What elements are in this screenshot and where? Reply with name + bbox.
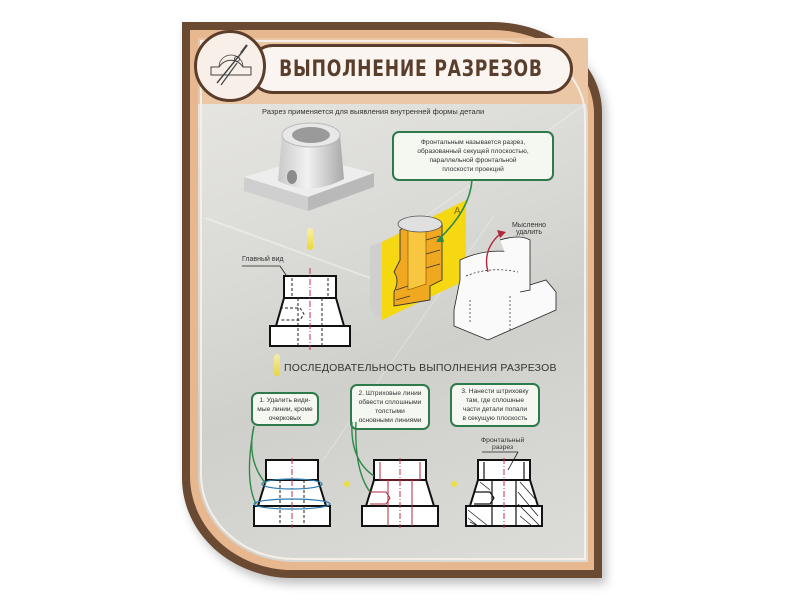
plane-label: А: [454, 206, 461, 217]
panel-edge: [200, 40, 586, 560]
step-2-callout: 2. Штриховые линии обвести сплошными тол…: [350, 384, 430, 430]
down-arrow: [307, 228, 313, 250]
drafting-compass-icon: [210, 44, 252, 86]
section-plane-illustration: А: [370, 180, 557, 341]
main-view-label: Главный вид: [242, 256, 284, 263]
step-2-drawing: [351, 421, 439, 528]
step-3-drawing: [465, 451, 543, 528]
step-3-text: 3. Нанести штриховку там, где сплошные ч…: [461, 388, 529, 422]
down-arrow-2: [274, 354, 280, 376]
step-1-callout: 1. Удалить види- мые линии, кроме очерко…: [251, 392, 319, 426]
intro-text: Разрез применяется для выявления внутрен…: [262, 107, 485, 116]
poster-title: ВЫПОЛНЕНИЕ РАЗРЕЗОВ: [278, 56, 543, 82]
main-view-drawing: [242, 265, 351, 350]
logo-badge: [194, 30, 266, 102]
step-2-text: 2. Штриховые линии обвести сплошными тол…: [358, 390, 422, 424]
definition-callout: Фронтальным называется разрез, образован…: [392, 131, 554, 181]
sequence-drawings: [248, 421, 543, 528]
remove-label: Мысленно удалить: [512, 222, 546, 236]
step-1-drawing: [248, 425, 331, 528]
definition-text: Фронтальным называется разрез, образован…: [417, 139, 529, 173]
sequence-title: ПОСЛЕДОВАТЕЛЬНОСТЬ ВЫПОЛНЕНИЯ РАЗРЕЗОВ: [284, 362, 557, 374]
step-3-callout: 3. Нанести штриховку там, где сплошные ч…: [450, 383, 540, 427]
result-label: Фронтальный разрез: [481, 437, 525, 451]
step-1-text: 1. Удалить види- мые линии, кроме очерко…: [257, 396, 313, 422]
isometric-part-illustration: [244, 122, 374, 211]
title-banner: ВЫПОЛНЕНИЕ РАЗРЕЗОВ: [248, 44, 573, 94]
